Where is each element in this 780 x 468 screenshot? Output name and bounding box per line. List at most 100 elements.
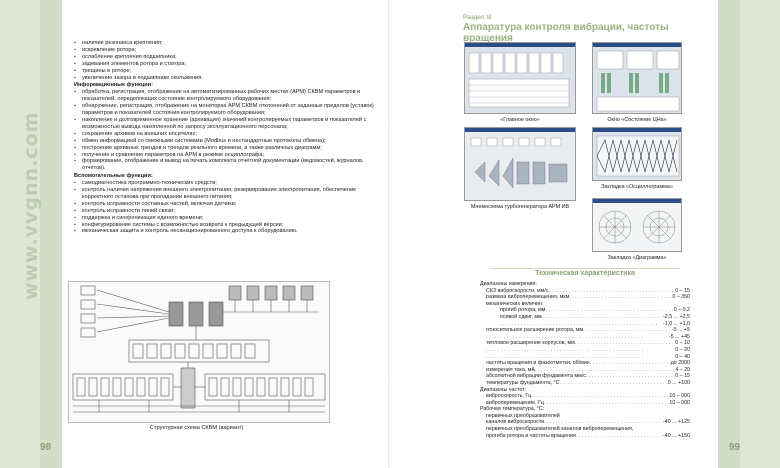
list-item: трещины в роторе; [74,68,374,75]
functions-text: наличие резонанса крепления; искривление… [74,40,374,235]
info-functions-list: обработка, регистрация, отображение на а… [74,89,374,172]
spec-leader: . . . . . . . . . . . . . . . . . . . . … [486,333,644,340]
spec-leader: . . . . . . . . . . . . . . . . . . . . … [548,287,675,294]
spec-leader: . . . . . . . . . . . . . . . . . . . . … [544,419,663,426]
spec-value: 4 – 20 [675,366,690,373]
spec-value: -5 ... +5 [671,327,690,334]
spec-label: частоты вращения и фазоотметки, об/мин [486,360,590,367]
list-item: построение архивных трендов и трендов ре… [74,145,374,152]
spec-row: Рабочая температура, °С: [480,406,690,413]
spec-label: размаха виброперемещения, мкм [486,294,570,301]
turbogenerator-mnemonic-screenshot [464,127,576,201]
scheme-drawing [72,285,326,413]
spec-row: осевой сдвиг, мм . . . . . . . . . . . .… [480,314,690,321]
spec-row: абсолютной вибрации фундамента мм/с . . … [480,373,690,380]
structure-scheme-image [68,281,330,423]
main-window-caption: «Главное окно» [500,117,540,123]
list-item: накопление и долговременное хранение (ар… [74,117,374,131]
list-item: поддержка и синхронизация единого времен… [74,215,374,222]
spec-value: 0 – 10 [675,340,690,347]
spec-value: 0 – 40 [675,353,690,360]
spec-row: частоты вращения и фазоотметки, об/мин .… [480,360,690,367]
list-item: обнаружение, регистрация, отображение на… [74,103,374,117]
mnemonic-caption: Мнемосхема турбогенератора АРМ ИВ [470,204,570,210]
list-item: задевания элементов ротора и статора; [74,61,374,68]
diagram-caption: Закладка «Диаграмма» [607,255,667,261]
spec-row: Диапазоны измерения: [480,281,690,288]
spec-row: механических величин: [480,301,690,308]
spec-leader: . . . . . . . . . . . . . . . . . . . . … [583,327,672,334]
spec-row: Диапазоны частот: [480,387,690,394]
spec-row: прогиба ротора и частоты вращения . . . … [480,433,690,440]
spec-row: СКЗ виброскорости, мм/с . . . . . . . . … [480,288,690,295]
spec-label: виброперемещение, Гц [486,399,544,406]
spec-label: виброскорость, Гц [486,393,532,400]
spec-value: 0 – 0,2 [673,307,690,314]
list-item: конфигурирование системы с возможностью … [74,222,374,229]
aux-functions-list: самодиагностика программно-технических с… [74,180,374,235]
spec-row: . . . . . . . . . . . . . . . . . . . . … [480,347,690,354]
spec-label: относительное расширение ротора, мм [486,327,584,334]
spec-leader: . . . . . . . . . . . . . . . . . . . . … [541,313,663,320]
site-watermark: www.vvgnn.com [20,111,42,300]
spec-label: первичных преобразователей [486,412,560,419]
spec-leader: . . . . . . . . . . . . . . . . . . . . … [559,379,667,386]
spec-label: каналов виброскорости [486,419,545,426]
list-item: обмен информацией со смежными системами … [74,138,374,145]
spec-leader: . . . . . . . . . . . . . . . . . . . . … [543,399,670,406]
spec-leader: . . . . . . . . . . . . . . . . . . . . … [545,307,674,314]
spec-leader: . . . . . . . . . . . . . . . . . . . . … [574,340,676,347]
spec-row: . . . . . . . . . . . . . . . . . . . . … [480,321,690,328]
spec-leader: . . . . . . . . . . . . . . . . . . . . … [500,320,658,327]
oscillogram-drawing [596,135,680,177]
spec-value: -5 ... +45 [668,333,690,340]
spec-value: 10 – 000 [669,399,690,406]
spec-value: 0 – 350 [672,294,690,301]
oscillogram-caption: Закладка «Осциллограмма» [601,184,673,190]
spec-row: виброперемещение, Гц . . . . . . . . . .… [480,400,690,407]
spec-value: до 2000 [670,360,690,367]
spec-label: измерения тока, мА [486,366,535,373]
oscillogram-screenshot [592,127,682,181]
spec-label: температуры фундамента, °С [486,379,560,386]
list-item: контроль наличия напряжения внешнего эле… [74,187,374,201]
diagram-screenshot [592,198,682,252]
spec-value: -1,0 ... +1,0 [663,320,690,327]
spec-label: первичных преобразователей каналов вибро… [486,426,634,433]
spec-label: Диапазоны измерения: [480,281,537,287]
spec-row: . . . . . . . . . . . . . . . . . . . . … [480,354,690,361]
spec-label: СКЗ виброскорости, мм/с [486,287,549,294]
spec-value: 0 – 20 [675,346,690,353]
scheme-caption: Структурная схема СКВМ (вариант) [150,425,244,431]
cna-state-screenshot [592,42,682,114]
spec-value: 10 – 000 [669,393,690,400]
list-item: искривление ротора; [74,47,374,54]
left-page: www.vvgnn.com 98 наличие резонанса крепл… [0,0,390,468]
list-item: ослабление крепления подшипника; [74,54,374,61]
section-header: Раздел III Аппаратура контроля вибрации,… [463,14,713,44]
spec-label: осевой сдвиг, мм [500,313,542,320]
list-item: увеличение зазора в подшипнике скольжени… [74,75,374,82]
left-decor-stripe [0,0,62,468]
list-item: самодиагностика программно-технических с… [74,180,374,187]
spec-value: -40 ... +150 [663,432,690,439]
right-decor-stripe [718,0,780,468]
spec-leader: . . . . . . . . . . . . . . . . . . . . … [589,360,671,367]
spec-label: тепловое расширение корпусов, мм [486,340,575,347]
list-item: механическая защита и контроль несанкцио… [74,228,374,235]
spec-row: первичных преобразователей [480,413,690,420]
list-item: получение и сравнение параметров на АРМ … [74,152,374,159]
spec-row: первичных преобразователей каналов вибро… [480,426,690,433]
aux-functions-heading: Вспомогательные функции: [74,173,153,180]
spec-row: . . . . . . . . . . . . . . . . . . . . … [480,334,690,341]
list-item: наличие резонанса крепления; [74,40,374,47]
spec-value: 0 ... +100 [667,379,690,386]
defects-list: наличие резонанса крепления; искривление… [74,40,374,81]
page-number-left: 98 [40,442,52,453]
spec-label: механических величин: [486,300,544,307]
list-item: обработка, регистрация, отображение на а… [74,89,374,103]
spec-leader: . . . . . . . . . . . . . . . . . . . . … [575,432,663,439]
spec-leader: . . . . . . . . . . . . . . . . . . . . … [531,393,669,400]
specs-list: Диапазоны измерения:СКЗ виброскорости, м… [480,281,690,439]
